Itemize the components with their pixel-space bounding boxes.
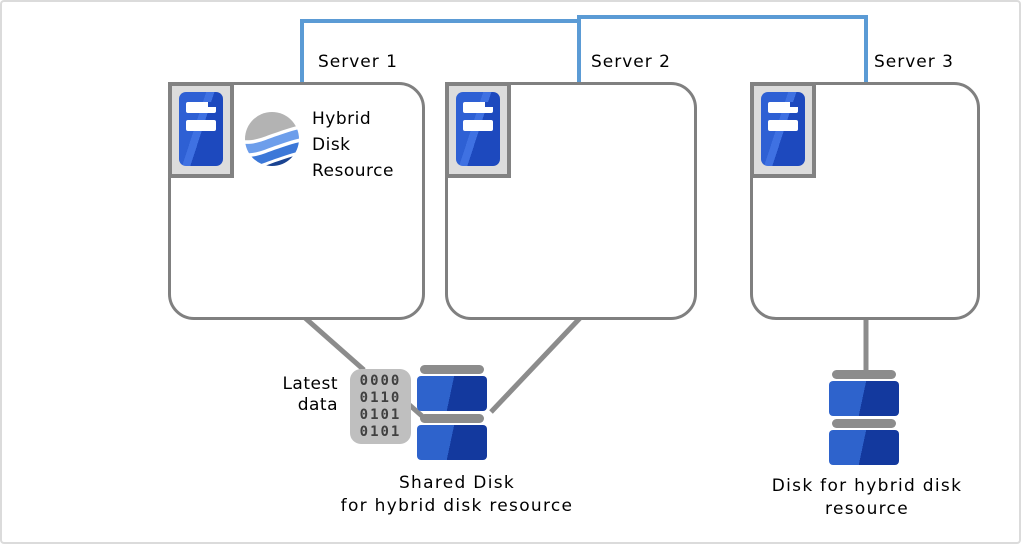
latest-data-line2: data [297,395,338,415]
binary-row: 0000 [359,372,402,389]
server1-label: Server 1 [318,52,398,72]
interconnect-line-server2-server3 [577,15,868,84]
hybrid-disk-icon [829,370,899,468]
disk-unit [829,381,899,416]
shared-disk-caption: Shared Disk for hybrid disk resource [327,472,587,518]
server-drive-bay-icon [768,120,798,131]
server2-to-shared-disk-line [489,315,583,414]
binary-row: 0101 [359,423,402,440]
hybrid-disk-caption: Disk for hybrid disk resource [752,475,982,521]
server-drive-bay-icon [186,120,216,131]
hybrid-label-line1: Hybrid [312,109,372,129]
server3-icon [750,82,816,178]
shared-disk-caption-line2: for hybrid disk resource [340,496,574,516]
server2-box [445,82,697,320]
disk-unit [417,425,487,460]
hybrid-disk-resource-label: Hybrid Disk Resource [312,106,394,184]
hybrid-label-line2: Disk [312,135,351,155]
server1-to-shared-disk-line [302,315,366,372]
disk-cap [420,414,484,423]
hybrid-disk-caption-line2: resource [825,499,909,519]
server2-label: Server 2 [591,52,671,72]
disk-cap [832,370,896,379]
binary-row: 0110 [359,389,402,406]
server-drive-bay-notch [485,102,493,107]
server1-icon [168,82,234,178]
server-drive-bay-notch [790,102,798,107]
server-drive-bay-icon [186,102,216,113]
server3-label: Server 3 [874,52,954,72]
hybrid-disk-resource-icon [245,112,299,166]
server-drive-bay-icon [463,120,493,131]
latest-data-label: Latest data [248,374,338,416]
hybrid-label-line3: Resource [312,161,394,181]
disk-cap [832,419,896,428]
binary-row: 0101 [359,406,402,423]
server-drive-bay-icon [768,102,798,113]
disk-unit [417,376,487,411]
server-drive-bay-notch [208,102,216,107]
server-tower-icon [761,92,805,166]
interconnect-line-server1-server2 [300,19,579,84]
binary-data-icon: 0000 0110 0101 0101 [350,369,411,444]
server-drive-bay-icon [463,102,493,113]
disk-unit [829,430,899,465]
hybrid-disk-caption-line1: Disk for hybrid disk [771,476,963,496]
shared-disk-caption-line1: Shared Disk [398,473,516,493]
server-tower-icon [456,92,500,166]
latest-data-line1: Latest [282,374,338,394]
server2-icon [445,82,511,178]
shared-disk-icon [417,365,487,463]
disk-cap [420,365,484,374]
server-tower-icon [179,92,223,166]
